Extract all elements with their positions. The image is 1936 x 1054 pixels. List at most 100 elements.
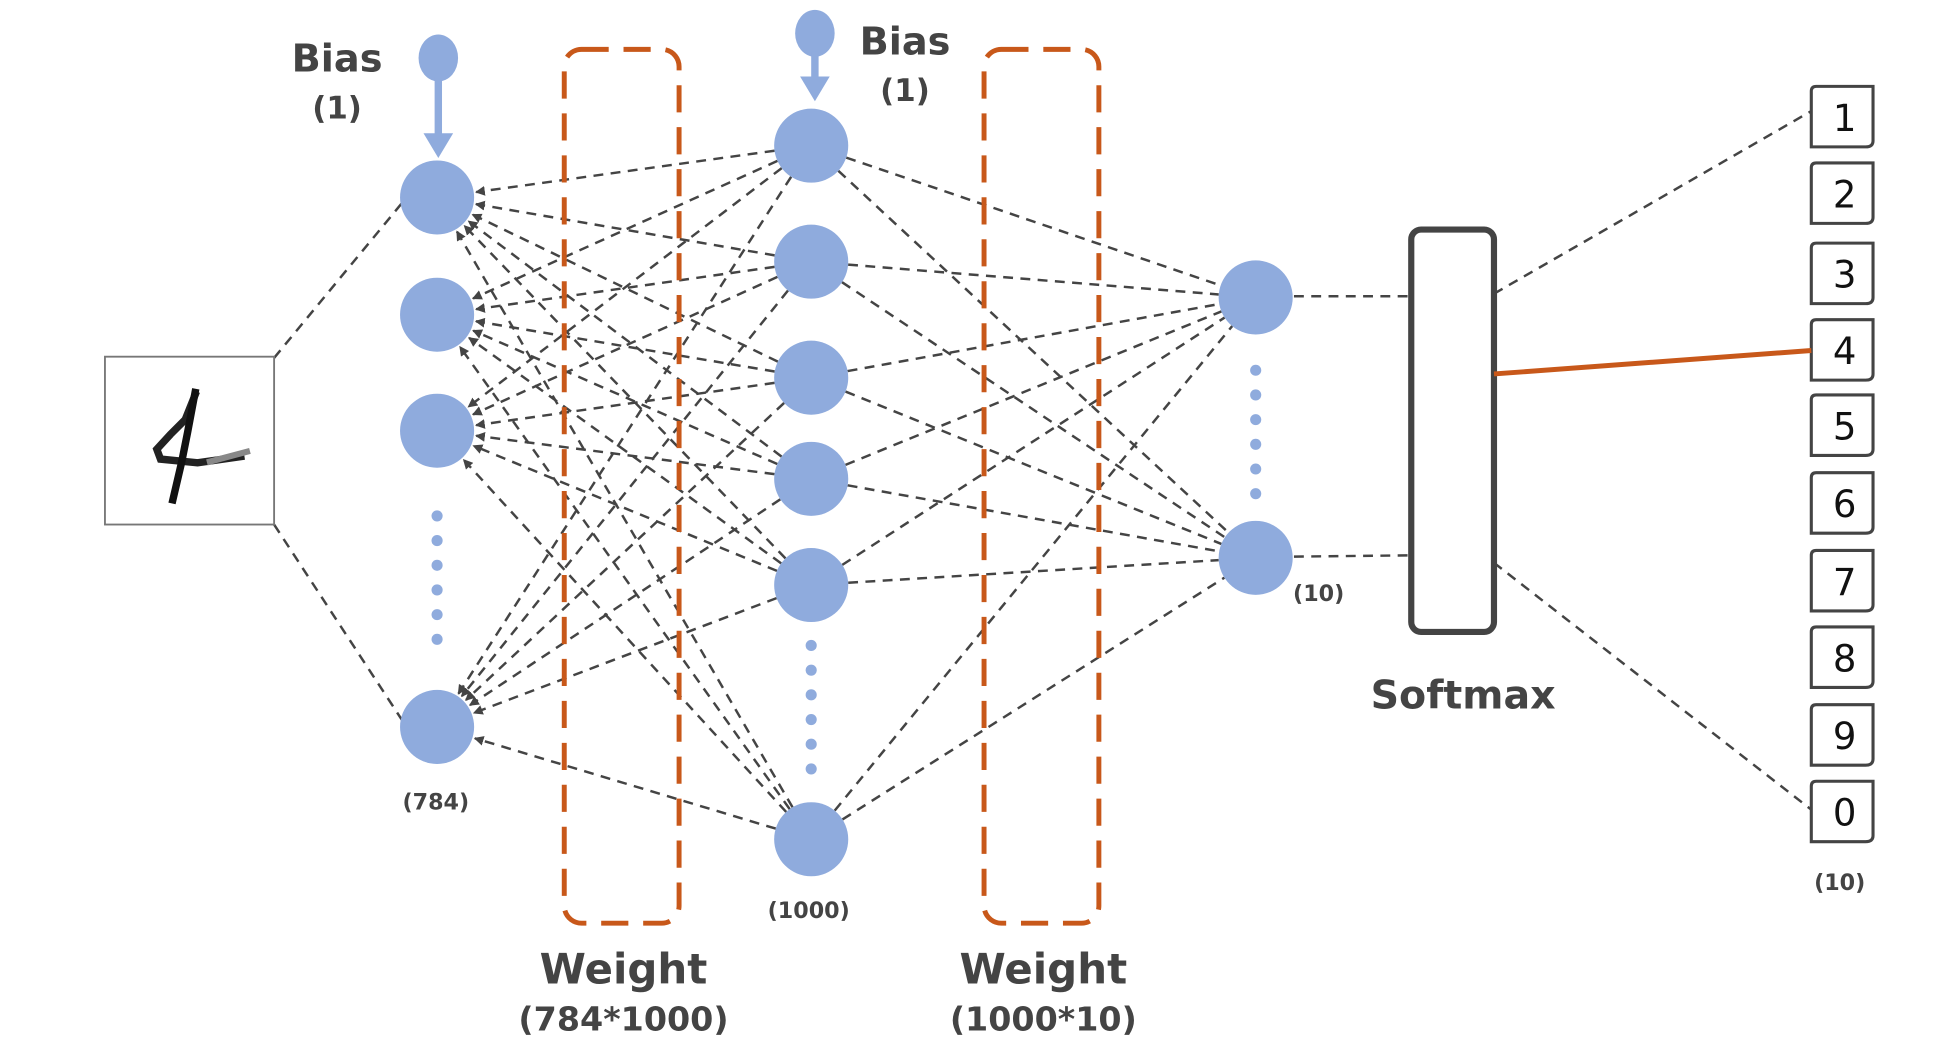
bias-label-2: Bias bbox=[860, 19, 951, 64]
bias-input-layer bbox=[418, 34, 459, 158]
hidden-node bbox=[774, 108, 849, 183]
ellipsis-dot bbox=[431, 510, 443, 522]
weight-shape-1: (784*1000) bbox=[518, 1000, 728, 1039]
weight-edge bbox=[459, 345, 791, 810]
weight-edge bbox=[474, 200, 775, 257]
softmax-edge bbox=[1293, 554, 1408, 558]
weight-edge bbox=[471, 213, 779, 363]
hidden-node bbox=[774, 441, 849, 516]
output-node bbox=[1218, 260, 1293, 335]
weight-edge bbox=[474, 149, 775, 196]
softmax-box bbox=[1408, 226, 1498, 635]
ellipsis-dot bbox=[1250, 438, 1262, 450]
nodes bbox=[400, 108, 1293, 877]
class-label: 4 bbox=[1833, 330, 1857, 373]
ellipsis-dot bbox=[431, 584, 443, 596]
weight-edge bbox=[473, 736, 777, 830]
weight-edge bbox=[475, 431, 775, 476]
ellipsis-dot bbox=[805, 664, 817, 676]
hidden-node bbox=[774, 340, 849, 415]
input-node bbox=[400, 689, 475, 764]
ellipsis-dot bbox=[1250, 389, 1262, 401]
handwritten-digit-4 bbox=[152, 388, 251, 505]
weight-edge bbox=[833, 325, 1234, 812]
ellipsis-dot bbox=[805, 639, 817, 652]
input-node bbox=[400, 277, 475, 352]
input-image bbox=[104, 355, 276, 526]
ellipsis-dot bbox=[1250, 414, 1262, 426]
weight-edge bbox=[472, 444, 778, 573]
image-edge bbox=[273, 201, 404, 359]
class-edge bbox=[1493, 561, 1813, 811]
weight-edge bbox=[471, 159, 778, 300]
weight-edge bbox=[474, 265, 775, 313]
class-label: 9 bbox=[1833, 715, 1857, 758]
weight-edge bbox=[463, 225, 787, 560]
class-label: 5 bbox=[1833, 405, 1857, 448]
weight-label-2: Weight bbox=[959, 945, 1127, 994]
class-box-1: 1 bbox=[1809, 84, 1875, 149]
weight-shape-2: (1000*10) bbox=[950, 1000, 1137, 1039]
weight-box-2 bbox=[981, 46, 1102, 926]
weight-edge bbox=[474, 381, 775, 429]
weight-edge bbox=[457, 176, 793, 695]
weight-edge bbox=[845, 390, 1222, 546]
weight-box-1 bbox=[561, 46, 682, 926]
ellipsis-dot bbox=[431, 535, 443, 547]
hidden-size-label: (1000) bbox=[768, 898, 850, 924]
weight-edge bbox=[455, 230, 794, 808]
bias-count-2: (1) bbox=[880, 73, 930, 109]
bias-node bbox=[795, 9, 835, 57]
bias-label-1: Bias bbox=[292, 37, 383, 82]
weight-edge bbox=[472, 329, 778, 466]
class-boxes: 1 2 3 4 5 6 7 8 9 0 bbox=[1493, 84, 1875, 844]
input-node bbox=[400, 393, 475, 468]
class-box-7: 7 bbox=[1809, 548, 1875, 613]
weight-edge bbox=[848, 558, 1219, 584]
class-box-5: 5 bbox=[1809, 393, 1875, 457]
weight-edge bbox=[841, 576, 1226, 821]
weight-label-1: Weight bbox=[540, 945, 708, 994]
class-box-6: 6 bbox=[1809, 471, 1875, 535]
class-box-8: 8 bbox=[1809, 625, 1875, 689]
weight-edge bbox=[467, 220, 783, 458]
class-box-2: 2 bbox=[1809, 161, 1875, 225]
ellipsis-dot bbox=[431, 609, 443, 621]
weight-edge bbox=[471, 275, 778, 416]
weight-edge bbox=[847, 302, 1220, 373]
class-edge bbox=[1493, 110, 1812, 295]
weight-edge bbox=[472, 596, 778, 715]
weight-edge bbox=[462, 458, 788, 813]
class-label: 0 bbox=[1833, 792, 1857, 835]
bias-arrow-icon bbox=[800, 76, 830, 102]
class-box-0: 0 bbox=[1809, 779, 1875, 844]
class-label: 3 bbox=[1833, 254, 1857, 297]
class-label: 2 bbox=[1833, 173, 1857, 216]
weight-edge bbox=[468, 336, 782, 565]
bias-hidden-layer bbox=[795, 9, 835, 102]
weight-edge bbox=[467, 167, 783, 408]
ellipsis-dot bbox=[1250, 488, 1262, 500]
hidden-node bbox=[774, 547, 849, 623]
ellipsis-dot bbox=[805, 689, 817, 701]
weight-edge bbox=[848, 263, 1219, 296]
softmax-label: Softmax bbox=[1371, 672, 1556, 718]
weight-edge bbox=[841, 316, 1226, 566]
ellipsis-dot bbox=[805, 763, 817, 775]
output-size-label: (10) bbox=[1293, 581, 1344, 607]
class-label: 8 bbox=[1833, 637, 1857, 680]
ellipsis-dot bbox=[805, 713, 817, 726]
bias-arrow-icon bbox=[423, 133, 454, 158]
weight-edge bbox=[465, 402, 785, 701]
ellipsis-dot bbox=[1250, 463, 1262, 475]
class-box-9: 9 bbox=[1809, 703, 1875, 767]
bias-node bbox=[418, 34, 459, 82]
weight-edge bbox=[845, 156, 1222, 287]
class-label: 6 bbox=[1833, 483, 1857, 526]
bias-count-1: (1) bbox=[312, 90, 362, 126]
ellipsis-dot bbox=[431, 559, 443, 571]
image-edge bbox=[273, 523, 404, 722]
input-node bbox=[400, 160, 475, 235]
